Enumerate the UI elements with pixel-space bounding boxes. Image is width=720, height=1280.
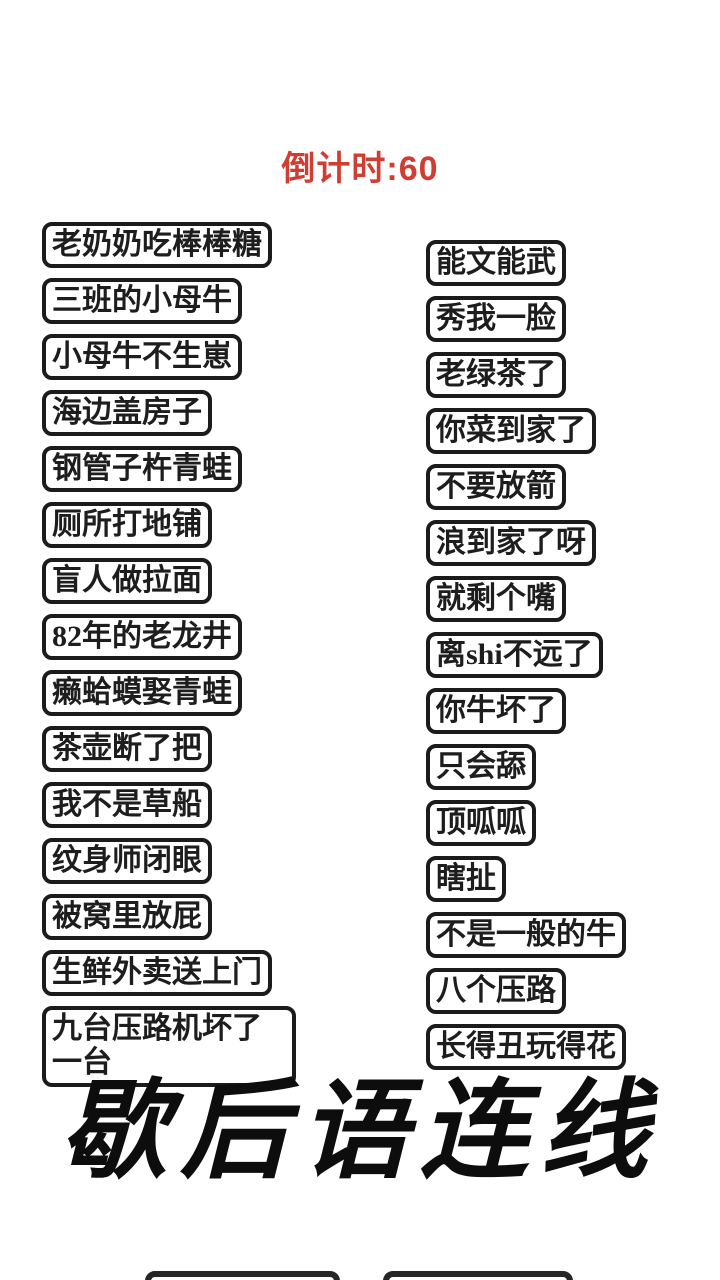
phrase-tile-right-1[interactable]: 能文能武 [426, 240, 566, 286]
phrase-tile-right-13[interactable]: 不是一般的牛 [426, 912, 626, 958]
left-phrase-column: 老奶奶吃棒棒糖 三班的小母牛 小母牛不生崽 海边盖房子 钢管子杵青蛙 厕所打地铺… [42, 222, 296, 1087]
game-title: 歇后语连线 [59, 1070, 660, 1191]
phrase-tile-right-6[interactable]: 浪到家了呀 [426, 520, 596, 566]
phrase-tile-left-11[interactable]: 我不是草船 [42, 782, 212, 828]
phrase-tile-left-10[interactable]: 茶壶断了把 [42, 726, 212, 772]
phrase-tile-right-10[interactable]: 只会舔 [426, 744, 536, 790]
phrase-tile-left-5[interactable]: 钢管子杵青蛙 [42, 446, 242, 492]
phrase-tile-left-9[interactable]: 癞蛤蟆娶青蛙 [42, 670, 242, 716]
countdown-timer: 倒计时:60 [281, 150, 439, 188]
phrase-tile-right-9[interactable]: 你牛坏了 [426, 688, 566, 734]
phrase-tile-left-6[interactable]: 厕所打地铺 [42, 502, 212, 548]
phrase-tile-left-2[interactable]: 三班的小母牛 [42, 278, 242, 324]
phrase-tile-left-8[interactable]: 82年的老龙井 [42, 614, 242, 660]
phrase-tile-right-15[interactable]: 长得丑玩得花 [426, 1024, 626, 1070]
right-phrase-column: 能文能武 秀我一脸 老绿茶了 你菜到家了 不要放箭 浪到家了呀 就剩个嘴 离sh… [426, 240, 626, 1070]
phrase-tile-left-7[interactable]: 盲人做拉面 [42, 558, 212, 604]
phrase-tile-right-5[interactable]: 不要放箭 [426, 464, 566, 510]
phrase-tile-left-3[interactable]: 小母牛不生崽 [42, 334, 242, 380]
phrase-tile-right-3[interactable]: 老绿茶了 [426, 352, 566, 398]
phrase-tile-left-14[interactable]: 生鲜外卖送上门 [42, 950, 272, 996]
phrase-tile-right-4[interactable]: 你菜到家了 [426, 408, 596, 454]
phrase-tile-right-8[interactable]: 离shi不远了 [426, 632, 603, 678]
phrase-tile-left-12[interactable]: 纹身师闭眼 [42, 838, 212, 884]
phrase-tile-right-7[interactable]: 就剩个嘴 [426, 576, 566, 622]
phrase-tile-right-11[interactable]: 顶呱呱 [426, 800, 536, 846]
phrase-tile-left-13[interactable]: 被窝里放屁 [42, 894, 212, 940]
phrase-tile-right-14[interactable]: 八个压路 [426, 968, 566, 1014]
phrase-tile-right-2[interactable]: 秀我一脸 [426, 296, 566, 342]
phrase-tile-left-15[interactable]: 九台压路机坏了一台 [42, 1006, 296, 1087]
phrase-tile-left-1[interactable]: 老奶奶吃棒棒糖 [42, 222, 272, 268]
answer-slot-1[interactable] [145, 1271, 340, 1280]
phrase-tile-right-12[interactable]: 瞎扯 [426, 856, 506, 902]
phrase-tile-left-4[interactable]: 海边盖房子 [42, 390, 212, 436]
answer-slot-2[interactable] [383, 1271, 573, 1280]
